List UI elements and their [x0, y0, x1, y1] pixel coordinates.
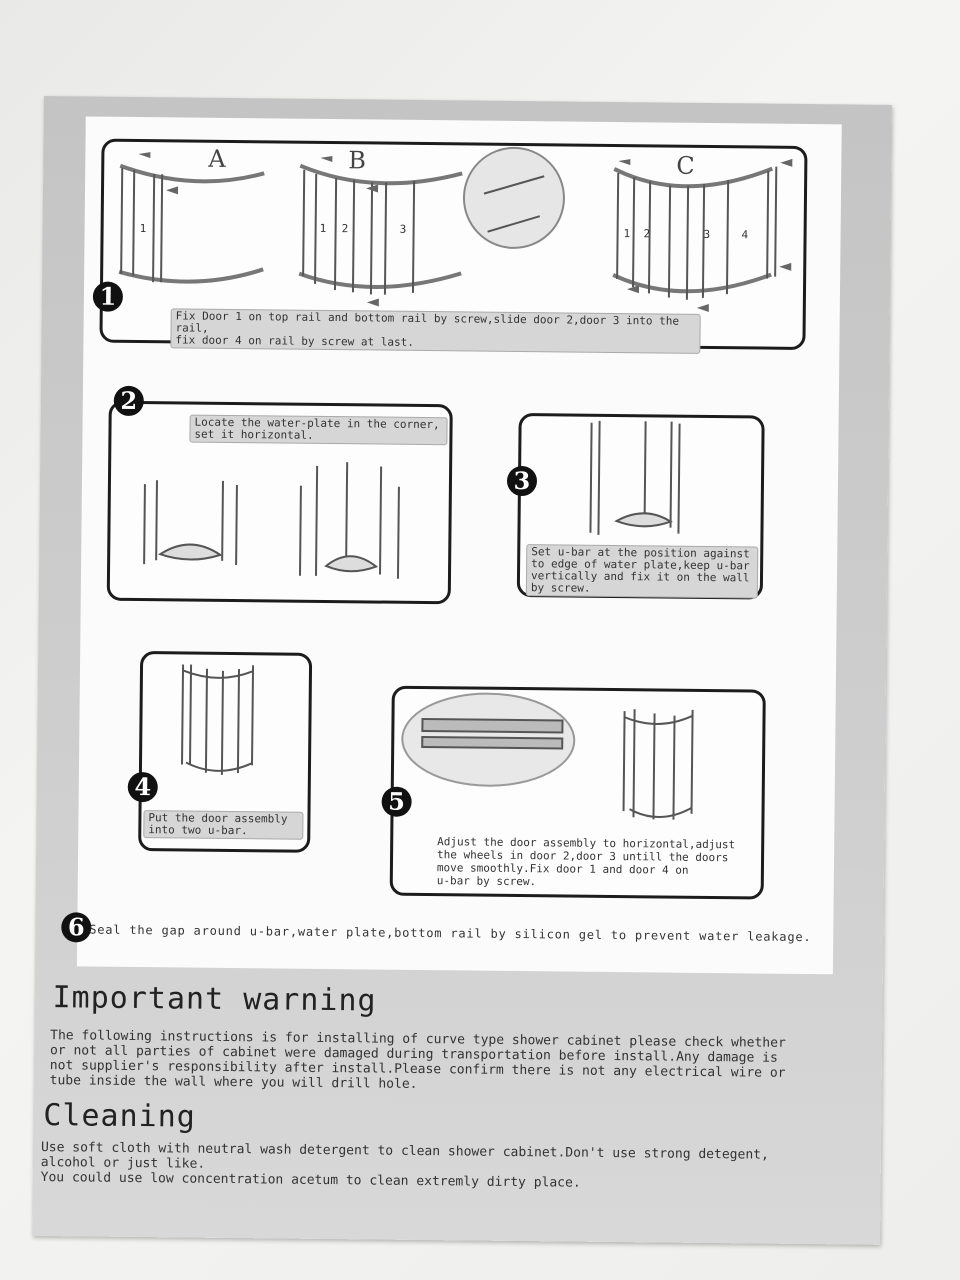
step1-door-number: 1 — [623, 227, 631, 241]
step4-caption: Put the door assembly into two u-bar. — [143, 810, 304, 840]
instruction-sheet: A B C — [32, 96, 892, 1245]
warning-title: Important warning — [52, 980, 377, 1019]
step1-panel: A B C — [92, 138, 808, 354]
step3-panel: Set u-bar at the position against to edg… — [506, 412, 765, 600]
step1-door-number: 2 — [341, 222, 349, 236]
cleaning-body: Use soft cloth with neutral wash deterge… — [40, 1140, 769, 1191]
step5-badge: 5 — [381, 786, 412, 817]
step2-badge: 2 — [113, 385, 144, 417]
step2-panel: Locate the water-plate in the corner, se… — [106, 385, 453, 605]
cleaning-title: Cleaning — [43, 1098, 196, 1135]
step6-caption: Seal the gap around u-bar,water plate,bo… — [89, 922, 812, 945]
step1-door-number: 1 — [139, 222, 147, 236]
step1-door-number: 2 — [643, 227, 651, 241]
step3-badge: 3 — [506, 465, 538, 497]
step4-illustration — [181, 664, 255, 775]
step5-illustration — [401, 692, 694, 820]
diagram-area: A B C — [61, 116, 842, 975]
step1-door-number: 4 — [741, 228, 749, 242]
step1-illustration — [118, 146, 793, 312]
step5-caption: Adjust the door assembly to horizontal,a… — [436, 835, 736, 889]
step1-badge: 1 — [92, 281, 124, 312]
step4-panel: Put the door assembly into two u-bar. 4 — [127, 651, 313, 853]
warning-body: The following instructions is for instal… — [49, 1028, 786, 1092]
step1-door-number: 1 — [319, 221, 327, 235]
step5-panel: Adjust the door assembly to horizontal,a… — [381, 685, 766, 900]
step6-badge: 6 — [61, 912, 92, 943]
step4-badge: 4 — [127, 771, 158, 803]
step1-door-number: 3 — [399, 222, 407, 236]
step1-caption: Fix Door 1 on top rail and bottom rail b… — [170, 308, 701, 354]
step1-door-number: 3 — [703, 227, 711, 241]
step3-illustration — [589, 420, 681, 535]
step2-illustration — [143, 462, 400, 579]
step3-caption: Set u-bar at the position against to edg… — [525, 544, 759, 599]
